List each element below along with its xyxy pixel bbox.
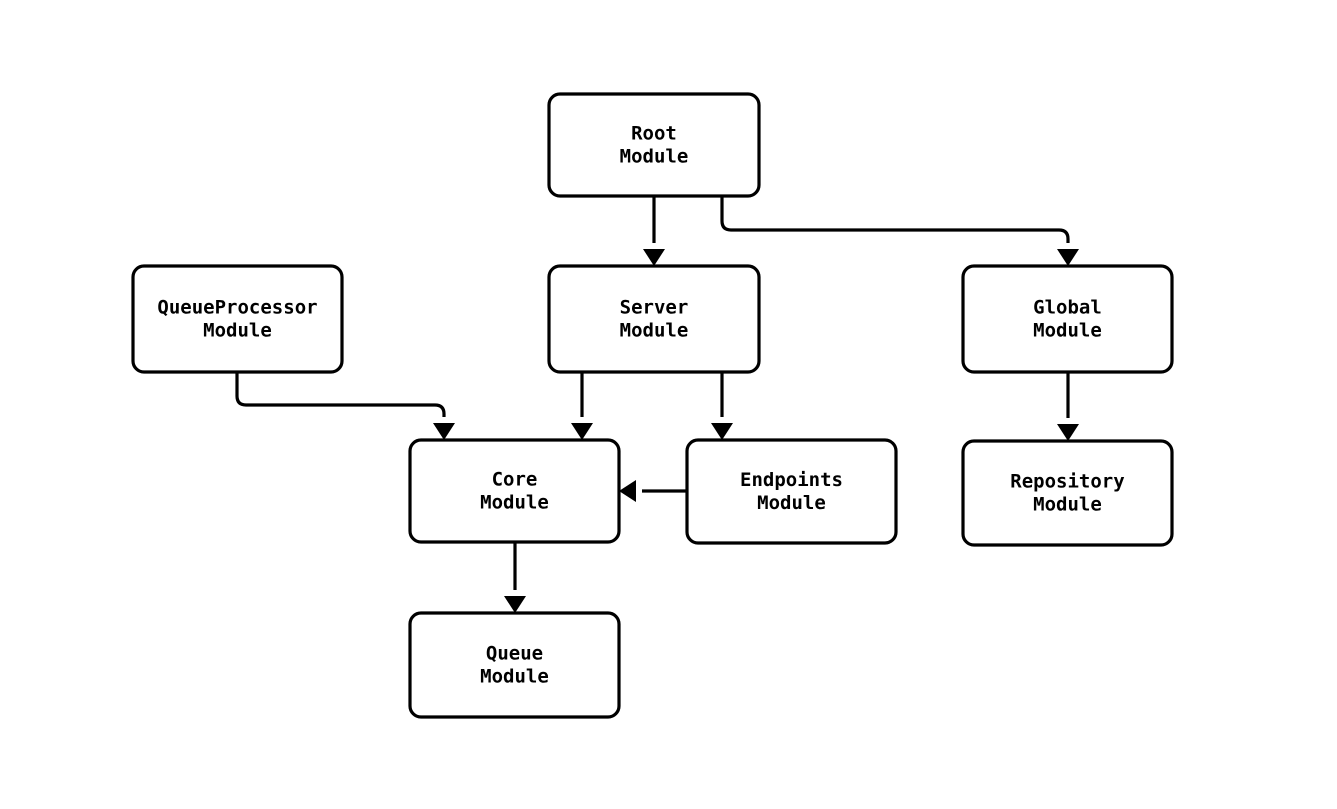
node-label-line2-queueprocessor: Module <box>203 320 272 342</box>
node-label-line1-queue: Queue <box>486 643 543 665</box>
nodes-layer: RootModuleQueueProcessorModuleServerModu… <box>131 92 1174 719</box>
node-label-line2-server: Module <box>620 320 689 342</box>
node-label-line2-repository: Module <box>1033 494 1102 516</box>
arrowhead-icon-root-to-global <box>1057 249 1079 266</box>
arrowhead-icon-root-to-server <box>643 249 665 266</box>
edge-core-to-queue <box>504 542 526 613</box>
edge-queueprocessor-to-core <box>235 372 455 440</box>
node-label-line2-queue: Module <box>480 666 549 688</box>
node-label-line2-root: Module <box>620 146 689 168</box>
node-label-line1-repository: Repository <box>1010 471 1124 493</box>
edge-endpoints-to-core <box>619 480 687 502</box>
node-box-global[interactable] <box>961 264 1174 374</box>
edge-root-to-server <box>643 196 665 266</box>
node-label-line1-queueprocessor: QueueProcessor <box>157 297 317 319</box>
arrowhead-icon-core-to-queue <box>504 596 526 613</box>
node-box-core[interactable] <box>408 438 621 544</box>
node-box-repository[interactable] <box>961 439 1174 547</box>
node-label-line2-endpoints: Module <box>757 492 826 514</box>
node-box-queue[interactable] <box>408 611 621 719</box>
edge-root-to-global <box>720 196 1079 266</box>
node-label-line1-endpoints: Endpoints <box>740 469 843 491</box>
node-label-line1-core: Core <box>492 469 538 491</box>
edge-server-to-endpoints <box>711 372 733 440</box>
edge-global-to-repository <box>1057 372 1079 441</box>
edge-server-to-core <box>571 372 593 440</box>
node-box-server[interactable] <box>547 264 761 374</box>
node-box-endpoints[interactable] <box>685 438 898 545</box>
node-label-line1-server: Server <box>620 297 689 319</box>
node-label-line1-root: Root <box>631 123 677 145</box>
edge-line-root-to-global <box>720 196 1070 243</box>
arrowhead-icon-endpoints-to-core <box>619 480 636 502</box>
node-label-line1-global: Global <box>1033 297 1102 319</box>
arrowhead-icon-queueprocessor-to-core <box>433 423 455 440</box>
arrowhead-icon-server-to-endpoints <box>711 423 733 440</box>
node-box-queueprocessor[interactable] <box>131 264 344 374</box>
node-label-line2-core: Module <box>480 492 549 514</box>
arrowhead-icon-server-to-core <box>571 423 593 440</box>
arrowhead-icon-global-to-repository <box>1057 424 1079 441</box>
edge-line-queueprocessor-to-core <box>235 372 446 417</box>
edges-layer <box>235 196 1079 613</box>
node-box-root[interactable] <box>547 92 761 198</box>
node-label-line2-global: Module <box>1033 320 1102 342</box>
